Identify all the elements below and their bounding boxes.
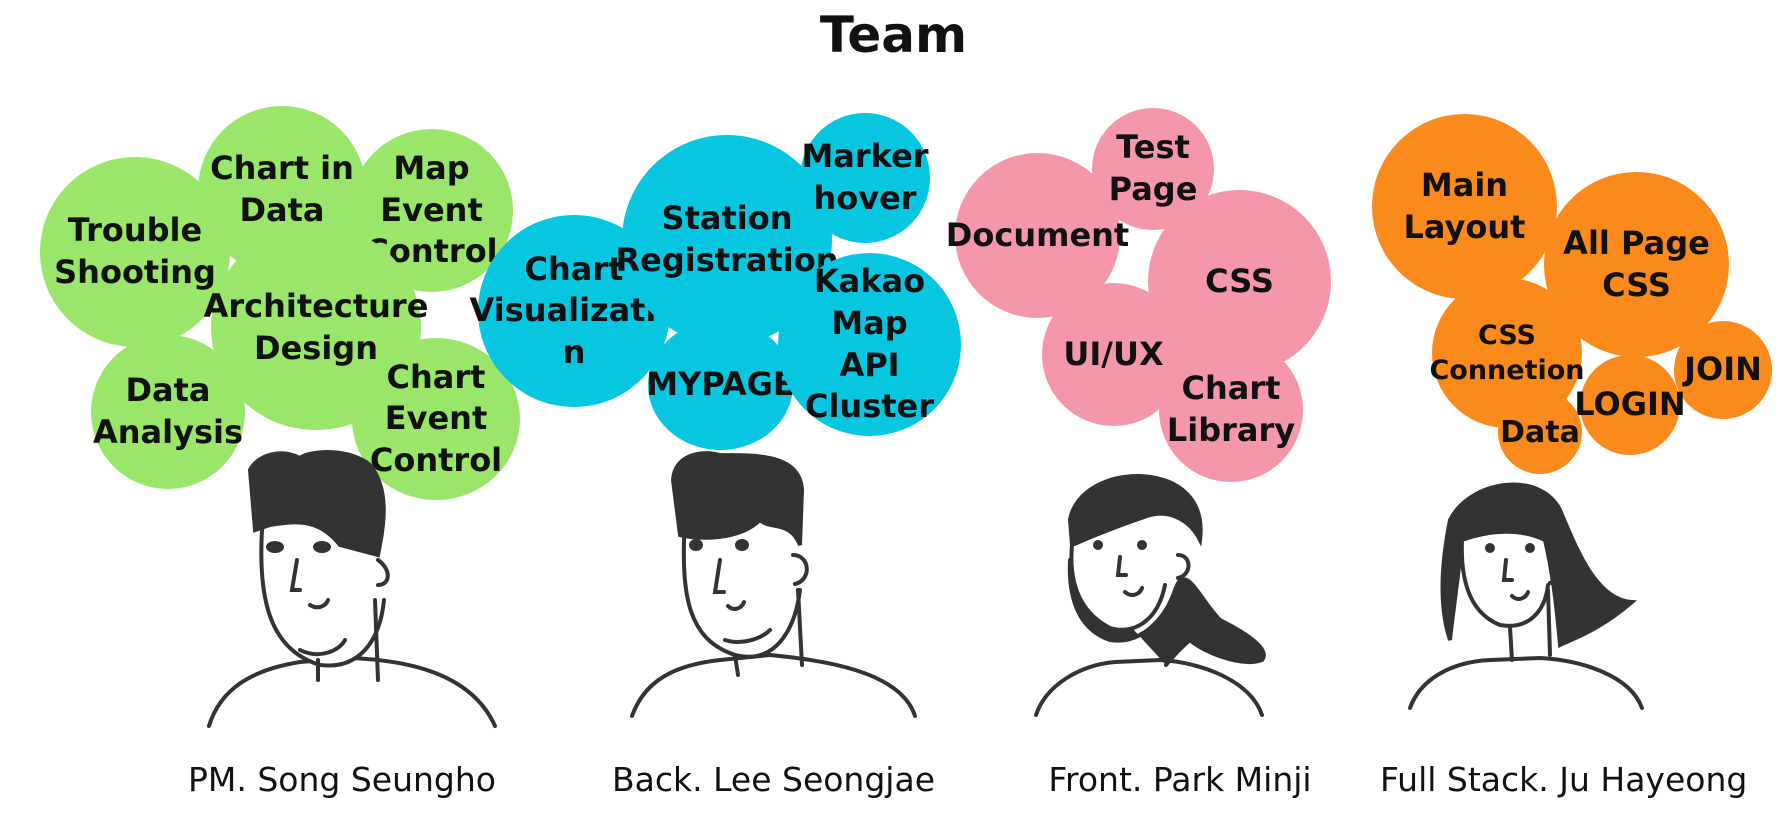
member-1-name: PM. Song Seungho [188,760,496,799]
member-3-name: Front. Park Minji [1048,760,1312,799]
skill-bubble-mypage: MYPAGE [646,320,795,450]
skill-bubble-chart-event-control: Chart Event Control [352,338,520,500]
person-1-illustration [207,450,497,728]
skill-bubble-join: JOIN [1674,321,1772,419]
skill-bubble-marker-hover: Marker hover [800,113,930,243]
member-4-name: Full Stack. Ju Hayeong [1380,760,1748,799]
person-4-illustration [1408,482,1644,710]
skill-bubble-login: LOGIN [1574,355,1686,455]
skill-bubble-chart-library: Chart Library [1159,338,1303,482]
skill-bubble-main-layout: Main Layout [1372,114,1557,299]
page-title: Team [819,6,968,64]
member-2-name: Back. Lee Seongjae [612,760,935,799]
skill-bubble-ui-ux: UI/UX [1042,283,1185,426]
person-2-illustration [630,451,917,718]
skill-bubble-kakao-map-api-cluster: Kakao Map API Cluster [778,253,961,436]
skill-bubble-data: Data [1498,390,1582,474]
person-3-illustration [1034,473,1266,717]
skill-bubble-data-analysis: Data Analysis [91,335,245,489]
